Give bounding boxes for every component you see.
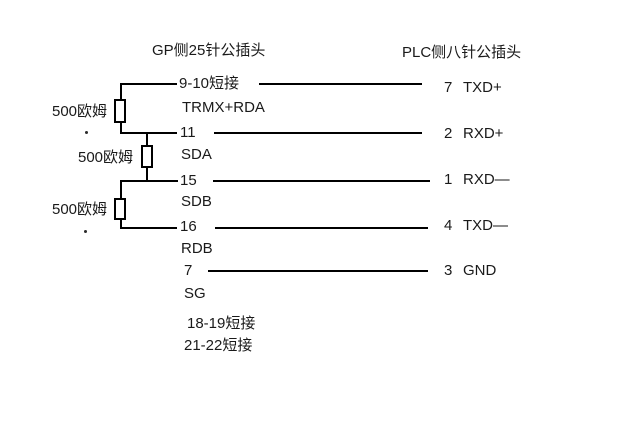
wire-vertical-r1-bottom: [120, 123, 122, 134]
plc-signal-name: RXD—: [463, 171, 510, 188]
plc-pin-row4: 4 TXD—: [444, 217, 508, 235]
wire-vertical-r3-top: [120, 180, 122, 198]
short-note-21-22: 21-22短接: [184, 337, 253, 354]
wire-row3-left-stub: [120, 180, 178, 182]
resistor-1-icon: [114, 99, 126, 123]
gp-connector-title: GP侧25针公插头: [152, 42, 266, 59]
gp-pin-label-row2: 11: [180, 124, 196, 141]
gp-pin-label-row3: 15: [180, 172, 197, 189]
plc-signal-name: TXD+: [463, 79, 502, 96]
resistor-2-icon: [141, 145, 153, 168]
plc-signal-name: GND: [463, 262, 497, 279]
plc-pin-row2: 2 RXD+: [444, 125, 503, 143]
wire-row1-left-stub: [120, 83, 177, 85]
wire-vertical-r2-top: [146, 132, 148, 145]
stray-dot: [84, 230, 87, 233]
wire-row5-to-plc: [208, 270, 428, 272]
wire-vertical-r3-bottom: [120, 220, 122, 229]
plc-pin-row3: 1 RXD—: [444, 171, 510, 189]
plc-pin-row5: 3 GND: [444, 262, 496, 280]
wire-row2-left-stub: [120, 132, 177, 134]
plc-pin-number: 1: [444, 171, 453, 188]
gp-signal-label-row2: SDA: [181, 146, 212, 163]
plc-pin-number: 7: [444, 79, 453, 96]
resistor-3-label: 500欧姆: [52, 201, 108, 218]
plc-pin-number: 2: [444, 125, 453, 142]
resistor-2-label: 500欧姆: [78, 149, 134, 166]
gp-signal-label-row1: TRMX+RDA: [182, 99, 265, 116]
wire-vertical-r1-top: [120, 83, 122, 99]
wire-row4-left-stub: [121, 227, 177, 229]
stray-dot: [85, 131, 88, 134]
plc-pin-number: 3: [444, 262, 453, 279]
plc-signal-name: TXD—: [463, 217, 508, 234]
plc-signal-name: RXD+: [463, 125, 504, 142]
short-note-18-19: 18-19短接: [187, 315, 256, 332]
gp-pin-label-row1: 9-10短接: [179, 75, 240, 92]
wire-vertical-r2-bottom: [146, 168, 148, 182]
wire-row3-to-plc: [213, 180, 430, 182]
wire-row1-to-plc: [259, 83, 422, 85]
plc-pin-number: 4: [444, 217, 453, 234]
resistor-3-icon: [114, 198, 126, 220]
gp-signal-label-row4: RDB: [181, 240, 213, 257]
wire-row4-to-plc: [215, 227, 428, 229]
plc-pin-row1: 7 TXD+: [444, 79, 502, 97]
resistor-1-label: 500欧姆: [52, 103, 108, 120]
gp-pin-label-row4: 16: [180, 218, 197, 235]
gp-signal-label-row3: SDB: [181, 193, 212, 210]
wire-row2-to-plc: [214, 132, 422, 134]
plc-connector-title: PLC侧八针公插头: [402, 44, 522, 61]
gp-pin-label-row5: 7: [184, 262, 193, 279]
gp-signal-label-row5: SG: [184, 285, 206, 302]
